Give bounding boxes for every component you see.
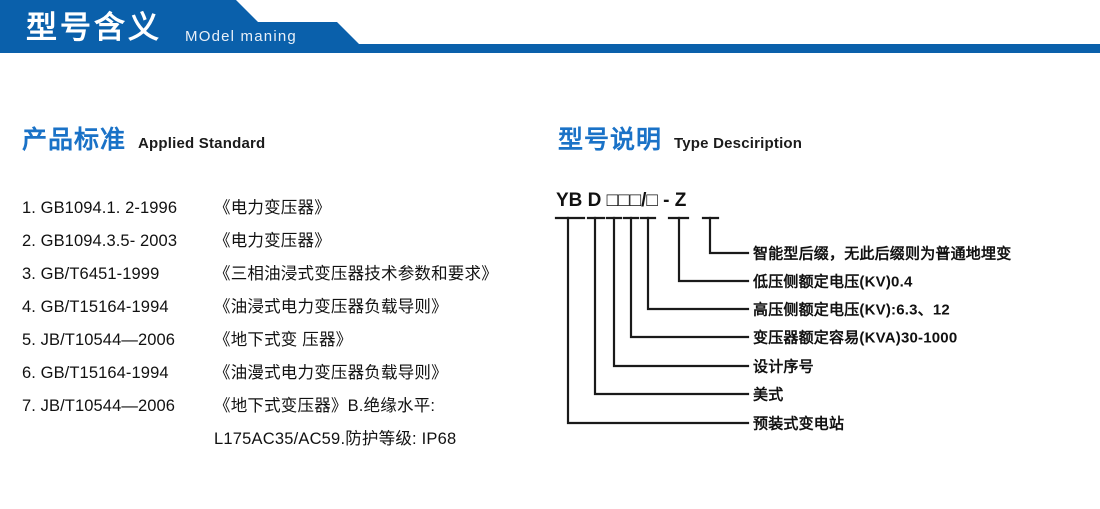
standards-list-item: 1. GB1094.1. 2-1996 《电力变压器》 [22, 194, 552, 227]
standard-code: 7. JB/T10544—2006 [22, 397, 176, 415]
type-description-heading-en: Type Desciription [674, 135, 803, 152]
type-description-heading: 型号说明 Type Desciription [558, 120, 802, 156]
model-leader-lines [554, 216, 750, 425]
standards-list: 1. GB1094.1. 2-1996 《电力变压器》 2. GB1094.3.… [22, 194, 552, 458]
model-label-prefab-substation: 预装式变电站 [753, 415, 845, 433]
standard-code: 5. JB/T10544—2006 [22, 331, 176, 349]
standards-list-item-continuation: L175AC35/AC59.防护等级: IP68 [22, 425, 552, 458]
standards-list-item: 3. GB/T6451-1999 《三相油浸式变压器技术参数和要求》 [22, 260, 552, 293]
banner-title-cn: 型号含义 [26, 10, 162, 45]
model-label-rated-capacity: 变压器额定容易(KVA)30-1000 [753, 329, 958, 347]
standard-code: 3. GB/T6451-1999 [22, 265, 160, 283]
standard-code: 2. GB1094.3.5- 2003 [22, 232, 178, 250]
standard-title: L175AC35/AC59.防护等级: IP68 [214, 430, 457, 448]
model-code-text: YB D □□□/□ - Z [556, 190, 687, 211]
standard-title: 《油漫式电力变压器负载导则》 [214, 364, 448, 382]
standard-title: 《地下式变压器》B.绝缘水平: [214, 397, 436, 415]
banner-shape [0, 0, 1100, 53]
standards-list-item: 6. GB/T15164-1994 《油漫式电力变压器负载导则》 [22, 359, 552, 392]
standard-code: 1. GB1094.1. 2-1996 [22, 199, 178, 217]
standard-title: 《地下式变 压器》 [214, 331, 353, 349]
standard-title: 《油浸式电力变压器负载导则》 [214, 298, 448, 316]
model-label-intelligent-suffix: 智能型后缀，无此后缀则为普通地埋变 [753, 245, 1012, 263]
applied-standard-heading-en: Applied Standard [138, 135, 266, 152]
standard-code: 4. GB/T15164-1994 [22, 298, 169, 316]
standard-title: 《电力变压器》 [214, 232, 331, 250]
applied-standard-heading-cn: 产品标准 [22, 126, 127, 154]
standards-list-item: 7. JB/T10544—2006 《地下式变压器》B.绝缘水平: [22, 392, 552, 425]
banner-title-en: MOdel maning [185, 28, 297, 45]
page-banner: 型号含义 MOdel maning [0, 0, 1100, 60]
model-label-american-style: 美式 [753, 386, 784, 404]
applied-standard-heading: 产品标准 Applied Standard [22, 120, 265, 156]
model-code-diagram: YB D □□□/□ - Z 智能 [540, 190, 1100, 450]
standard-code: 6. GB/T15164-1994 [22, 364, 169, 382]
model-label-lv-rated-voltage: 低压侧额定电压(KV)0.4 [753, 273, 913, 291]
standards-list-item: 5. JB/T10544—2006 《地下式变 压器》 [22, 326, 552, 359]
standards-list-item: 4. GB/T15164-1994 《油浸式电力变压器负载导则》 [22, 293, 552, 326]
standard-title: 《电力变压器》 [214, 199, 331, 217]
standards-list-item: 2. GB1094.3.5- 2003 《电力变压器》 [22, 227, 552, 260]
standard-title: 《三相油浸式变压器技术参数和要求》 [214, 265, 498, 283]
model-leader-labels: 智能型后缀，无此后缀则为普通地埋变 低压侧额定电压(KV)0.4 高压侧额定电压… [540, 190, 1100, 450]
type-description-heading-cn: 型号说明 [558, 126, 663, 154]
model-label-hv-rated-voltage: 高压侧额定电压(KV):6.3、12 [753, 301, 950, 319]
model-label-design-serial: 设计序号 [753, 358, 814, 376]
